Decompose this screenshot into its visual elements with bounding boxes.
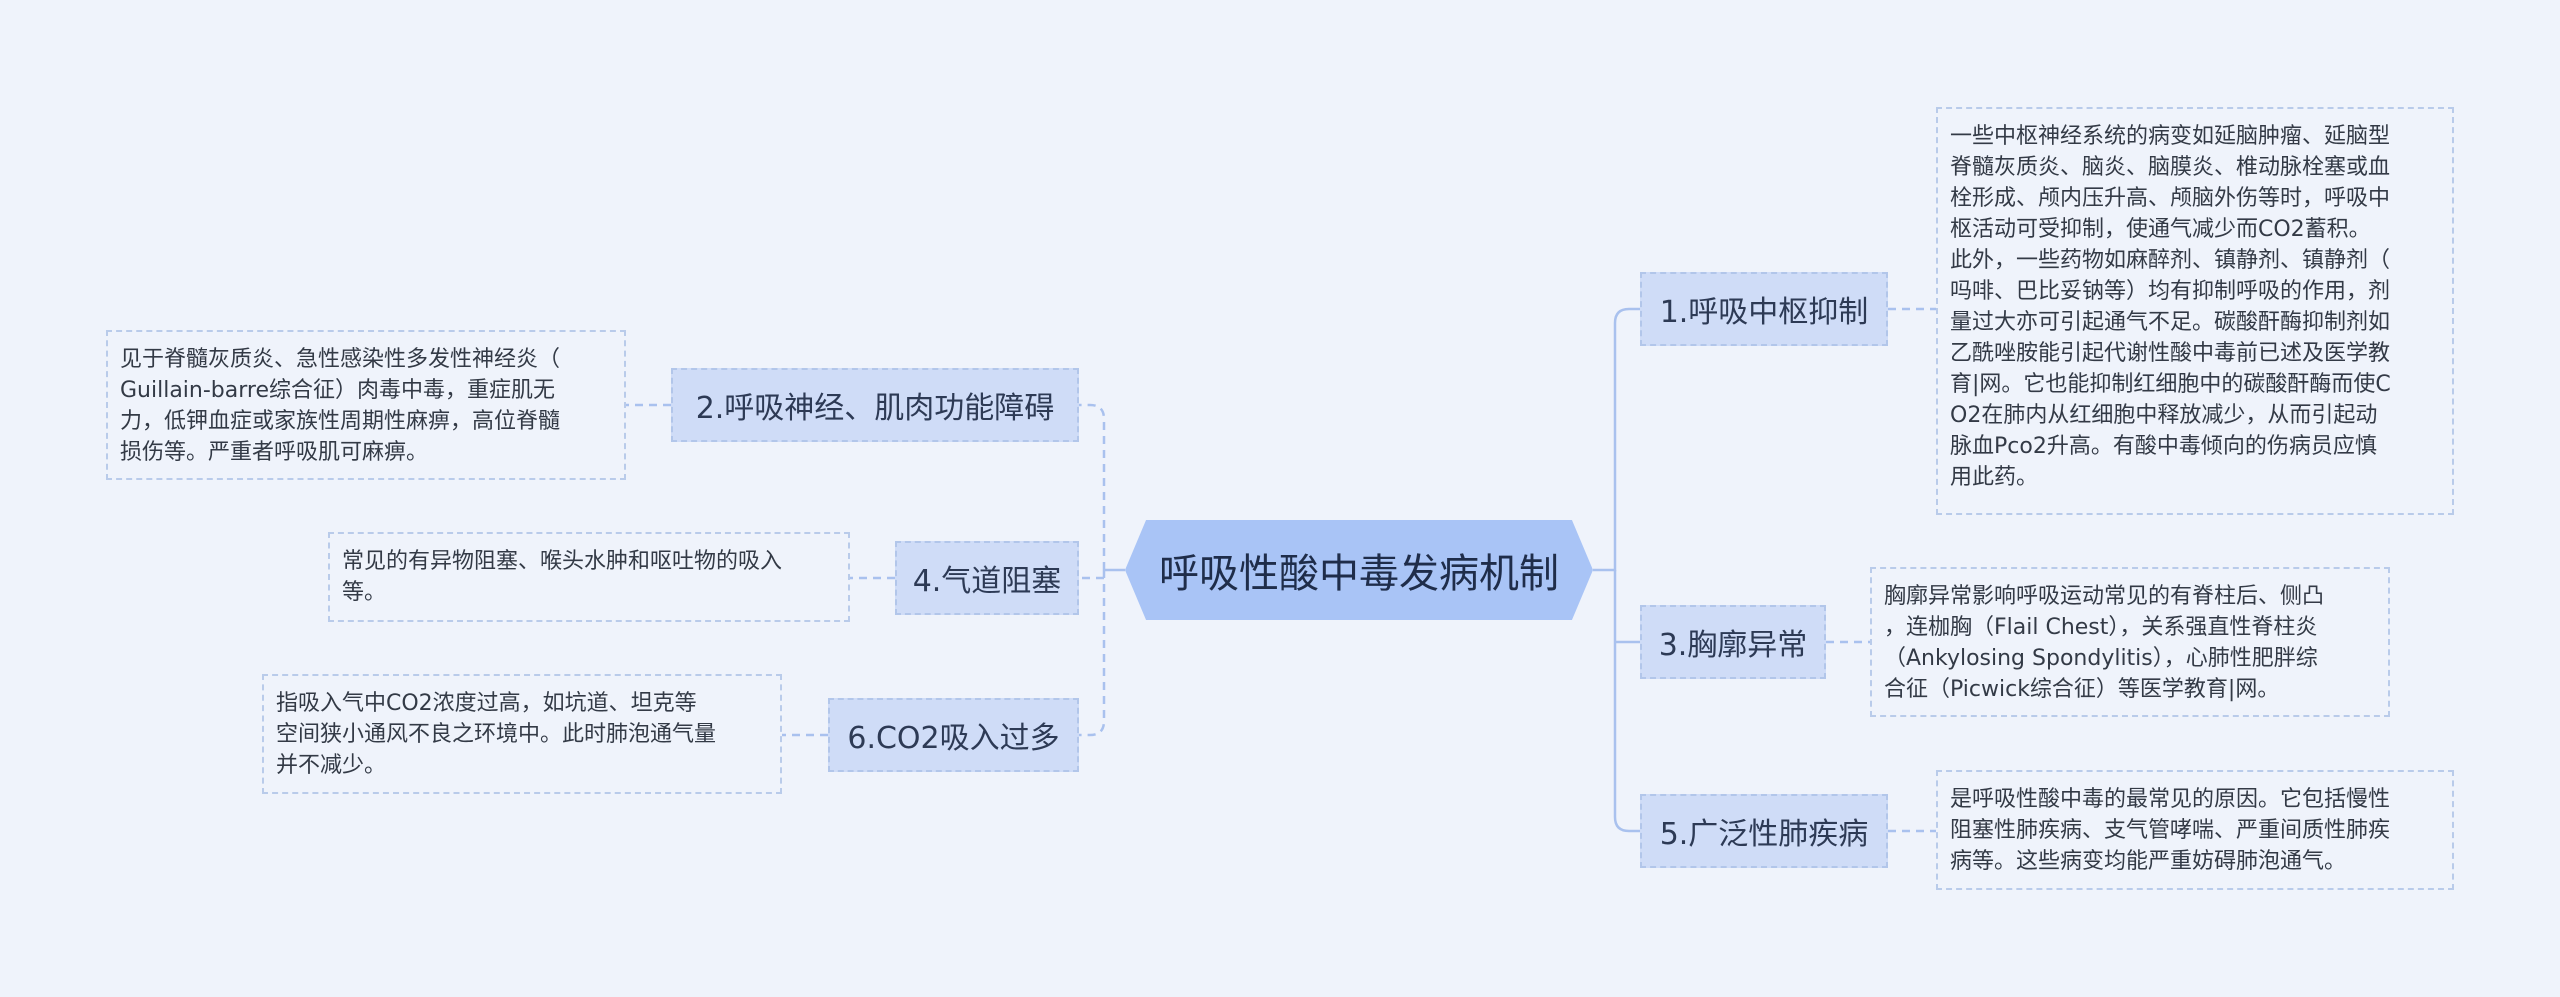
detail-4-text: 常见的有异物阻塞、喉头水肿和呕吐物的吸入 等。	[328, 532, 850, 622]
branch-4-airway-obstruction[interactable]: 4.气道阻塞	[895, 541, 1079, 615]
branch-6-co2-inhalation[interactable]: 6.CO2吸入过多	[828, 698, 1079, 772]
detail-5-text: 是呼吸性酸中毒的最常见的原因。它包括慢性 阻塞性肺疾病、支气管哮喘、严重间质性肺…	[1936, 770, 2454, 890]
branch-1-respiratory-center-inhibition[interactable]: 1.呼吸中枢抑制	[1640, 272, 1888, 346]
branch-2-nerve-muscle-dysfunction[interactable]: 2.呼吸神经、肌肉功能障碍	[671, 368, 1079, 442]
detail-1-text: 一些中枢神经系统的病变如延脑肿瘤、延脑型 脊髓灰质炎、脑炎、脑膜炎、椎动脉栓塞或…	[1936, 107, 2454, 515]
branch-5-diffuse-lung-disease[interactable]: 5.广泛性肺疾病	[1640, 794, 1888, 868]
central-topic[interactable]: 呼吸性酸中毒发病机制	[1125, 520, 1593, 620]
detail-3-text: 胸廓异常影响呼吸运动常见的有脊柱后、侧凸 ，连枷胸（Flail Chest），关…	[1870, 567, 2390, 717]
branch-3-thoracic-abnormality[interactable]: 3.胸廓异常	[1640, 605, 1826, 679]
detail-2-text: 见于脊髓灰质炎、急性感染性多发性神经炎（ Guillain-barre综合征）肉…	[106, 330, 626, 480]
detail-6-text: 指吸入气中CO2浓度过高，如坑道、坦克等 空间狭小通风不良之环境中。此时肺泡通气…	[262, 674, 782, 794]
